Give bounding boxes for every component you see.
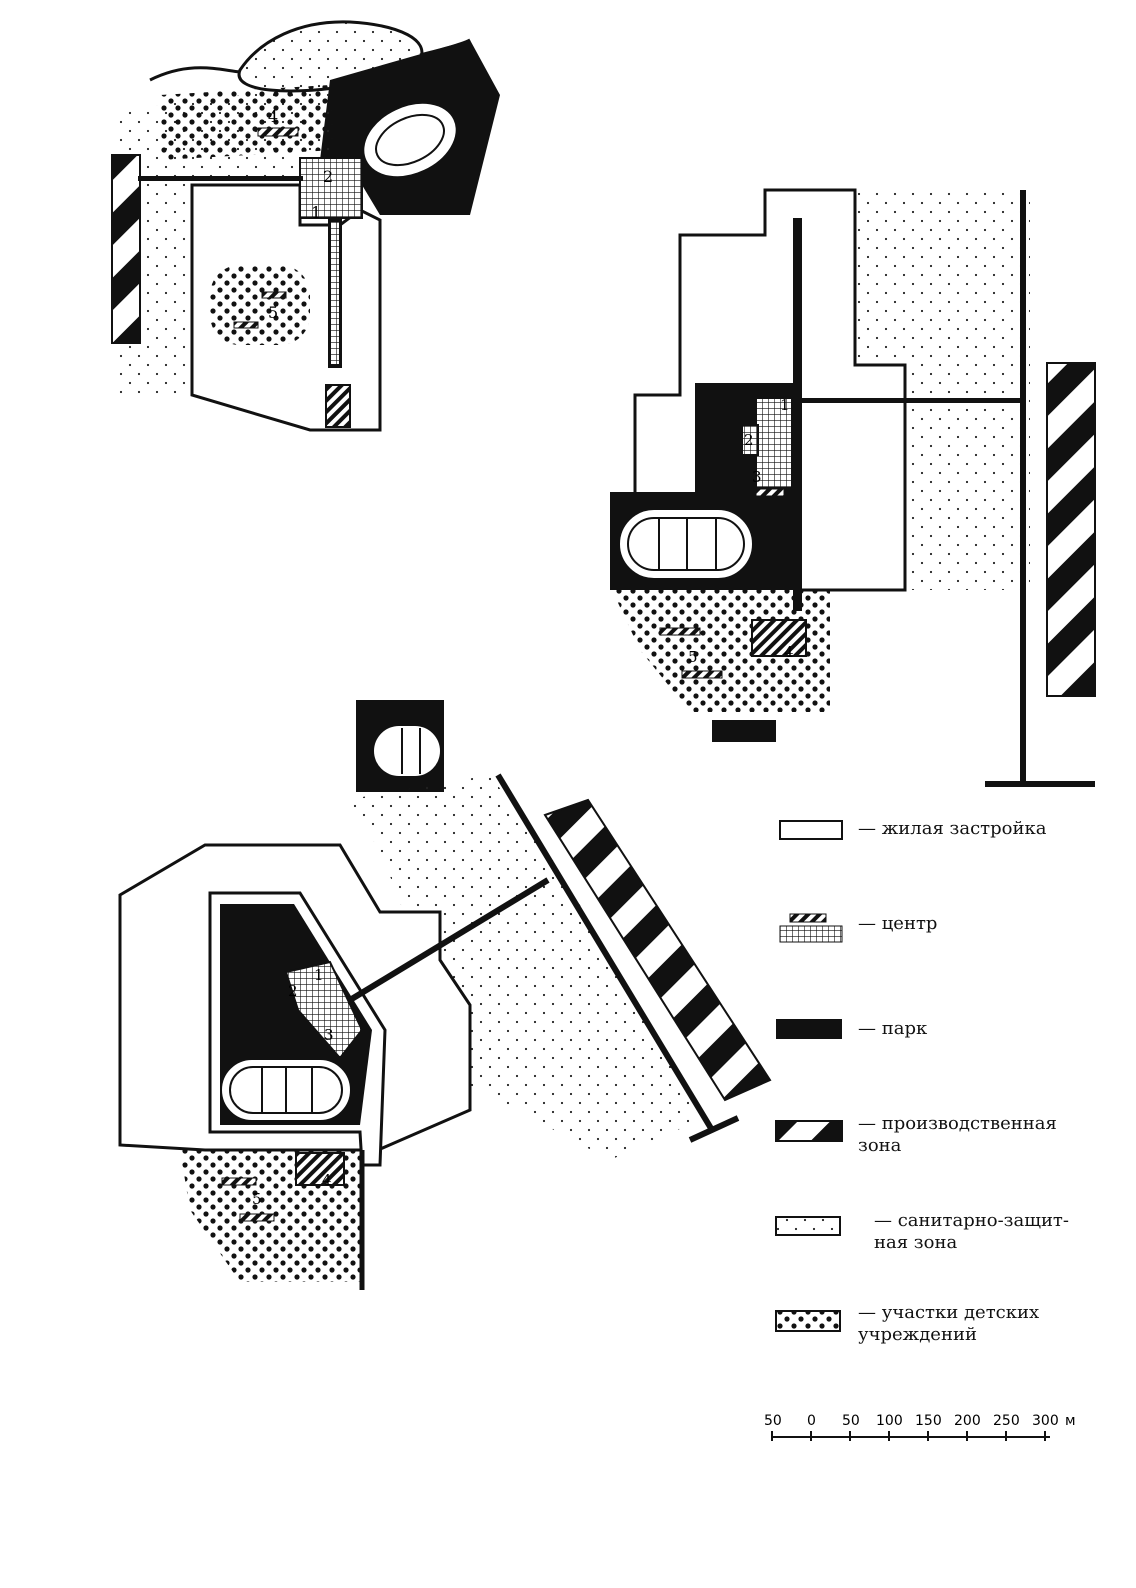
plan-c: 1 2 3 4 5 <box>118 773 772 1290</box>
plan-a-center-axis-inner <box>331 222 339 364</box>
scale-tick-1: 0 <box>807 1413 816 1429</box>
scale-tick-4: 150 <box>915 1413 942 1429</box>
plan-c-road-diagonal <box>495 773 715 1132</box>
legend-label-sanitary: — санитарно-защит- ная зона <box>874 1210 1069 1253</box>
plan-b-label-2: 2 <box>744 431 754 449</box>
plan-c-industrial-zone <box>543 798 772 1102</box>
plan-a-stadium <box>364 103 456 177</box>
scale-tick-6: 250 <box>993 1413 1020 1429</box>
plan-b-center-notch <box>741 424 759 456</box>
fragment-stadium <box>356 700 444 792</box>
plan-a-label-2: 2 <box>323 167 333 186</box>
plan-c-building-4 <box>295 1152 345 1186</box>
legend-swatch-children <box>775 1310 841 1332</box>
plan-a-entrance <box>325 384 351 428</box>
plan-c-road-base <box>688 1115 740 1143</box>
plan-c-label-1: 1 <box>314 966 324 984</box>
plan-b-main-axis <box>793 218 802 611</box>
plan-b: 1 2 3 4 5 <box>610 188 1096 787</box>
legend-swatch-park <box>776 1019 842 1039</box>
legend-label-park: — парк <box>858 1018 928 1039</box>
legend <box>775 820 843 1332</box>
plan-a-label-1: 1 <box>311 203 321 222</box>
plan-a-building-4 <box>257 127 299 137</box>
scale-tick-3: 100 <box>876 1413 903 1429</box>
plan-c-road <box>348 877 550 1003</box>
plan-a-center-block <box>299 157 363 219</box>
plan-c-center-block <box>284 960 364 1060</box>
scale-tick-5: 200 <box>954 1413 981 1429</box>
plan-c-label-2: 2 <box>288 982 298 1000</box>
plan-b-label-3: 3 <box>752 468 762 486</box>
scale-bar-ticks <box>771 1431 1046 1441</box>
scale-tick-2: 50 <box>842 1413 860 1429</box>
plan-b-building-3 <box>755 488 785 497</box>
plan-c-sanitary-zone <box>345 775 700 1160</box>
plan-b-label-4: 4 <box>784 643 794 661</box>
legend-label-center: — центр <box>858 913 938 934</box>
plan-a-industrial-zone <box>111 154 141 344</box>
legend-label-industrial: — производственная зона <box>858 1113 1057 1156</box>
scale-tick-0: 50 <box>764 1413 782 1429</box>
plan-a-building-5a <box>261 291 287 299</box>
plan-b-road-east <box>800 398 1025 403</box>
plan-b-building-5a <box>659 627 701 636</box>
plan-b-road-vertical <box>1020 190 1026 785</box>
plan-a-children-area-south <box>210 265 310 345</box>
plan-c-building-5b <box>239 1213 275 1222</box>
legend-swatch-center-top <box>789 913 827 923</box>
legend-swatch-residential <box>779 820 843 840</box>
plan-a-stadium-track <box>375 113 445 167</box>
plan-b-label-1: 1 <box>780 396 790 414</box>
plan-a-sanitary-zone <box>115 85 340 395</box>
plan-b-building-4 <box>751 619 807 657</box>
plan-b-building-5b <box>681 670 723 679</box>
scale-tick-7: 300 <box>1032 1413 1059 1429</box>
legend-swatch-industrial <box>775 1120 843 1142</box>
plan-a-label-5: 5 <box>268 303 278 322</box>
plan-b-stadium-lines <box>658 518 717 570</box>
plan-a: 1 2 4 5 <box>111 20 500 432</box>
plan-b-south-block <box>712 720 776 742</box>
plan-a-building-5b <box>233 321 259 329</box>
plan-a-road <box>138 176 303 181</box>
plan-b-label-5: 5 <box>688 648 698 666</box>
scale-bar: 50 0 50 100 150 200 250 300 м <box>764 1413 1076 1441</box>
plan-c-label-4: 4 <box>322 1171 332 1189</box>
legend-swatch-sanitary <box>775 1216 841 1236</box>
plan-b-road-base <box>985 781 1095 787</box>
legend-swatch-center-bottom <box>779 925 843 943</box>
plan-b-industrial-zone <box>1046 362 1096 697</box>
legend-label-residential: — жилая застройка <box>858 818 1047 839</box>
plan-a-label-4: 4 <box>268 107 278 126</box>
plan-c-building-5a <box>221 1177 257 1186</box>
plan-c-label-3: 3 <box>324 1026 334 1044</box>
scale-unit: м <box>1065 1413 1076 1429</box>
plan-c-label-5: 5 <box>252 1190 262 1208</box>
plan-a-children-area-north <box>160 85 335 160</box>
plan-c-stadium-lines <box>261 1067 313 1113</box>
legend-label-children: — участки детских учреждений <box>858 1302 1040 1345</box>
